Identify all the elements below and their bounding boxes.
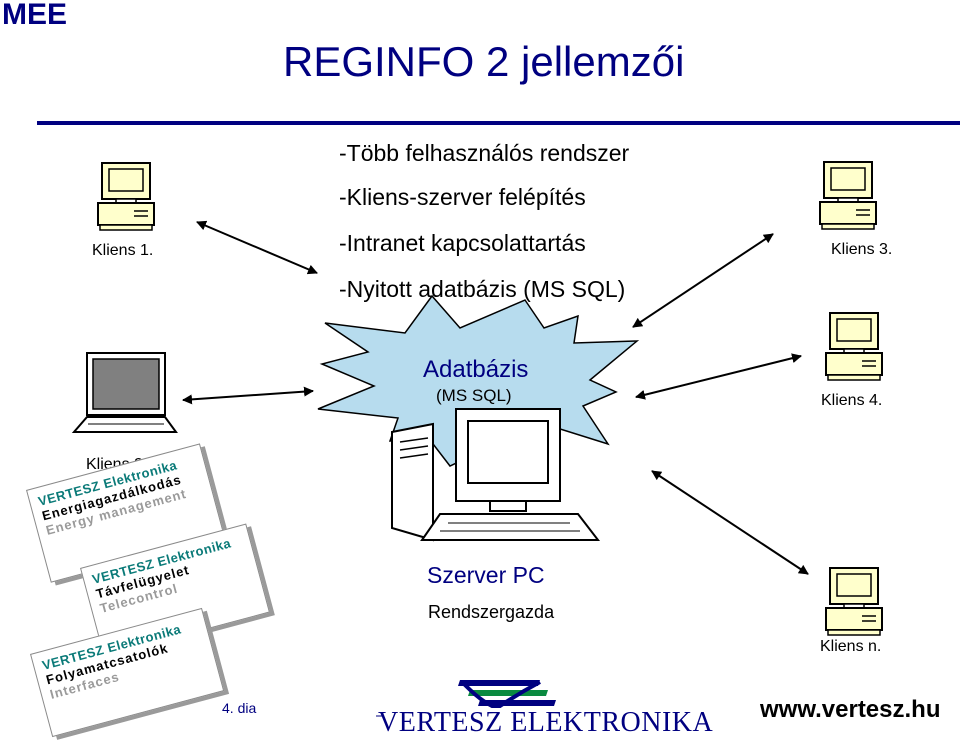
kliens2-laptop-icon bbox=[74, 353, 176, 432]
feature-item-4: -Nyitott adatbázis (MS SQL) bbox=[339, 276, 625, 303]
server-title: Szerver PC bbox=[427, 562, 545, 589]
server-keyboard bbox=[422, 514, 598, 540]
kliensn-label: Kliens n. bbox=[820, 638, 881, 656]
link-kliens1 bbox=[197, 222, 317, 273]
database-title: Adatbázis bbox=[423, 356, 528, 384]
kliens4-label: Kliens 4. bbox=[821, 392, 882, 410]
kliens1-label: Kliens 1. bbox=[92, 242, 153, 260]
website-link[interactable]: www.vertesz.hu bbox=[760, 696, 941, 724]
kliensn-computer-icon bbox=[826, 568, 882, 635]
kliens3-computer-icon bbox=[820, 162, 876, 229]
kliens3-label: Kliens 3. bbox=[831, 241, 892, 259]
link-kliens3 bbox=[633, 234, 773, 327]
link-kliens2 bbox=[183, 391, 313, 400]
server-tower bbox=[392, 424, 433, 540]
company-logo-text: VERTESZ ELEKTRONIKA bbox=[378, 707, 713, 739]
kliens4-computer-icon bbox=[826, 313, 882, 380]
server-subtitle: Rendszergazda bbox=[428, 602, 554, 623]
link-kliens4 bbox=[636, 356, 801, 397]
link-kliensn bbox=[652, 471, 808, 574]
feature-item-3: -Intranet kapcsolattartás bbox=[339, 230, 586, 257]
database-subtitle: (MS SQL) bbox=[436, 386, 512, 406]
feature-item-2: -Kliens-szerver felépítés bbox=[339, 184, 586, 211]
slide-number: 4. dia bbox=[222, 700, 256, 716]
kliens1-computer-icon bbox=[98, 163, 154, 230]
feature-item-1: -Több felhasználós rendszer bbox=[339, 140, 629, 167]
